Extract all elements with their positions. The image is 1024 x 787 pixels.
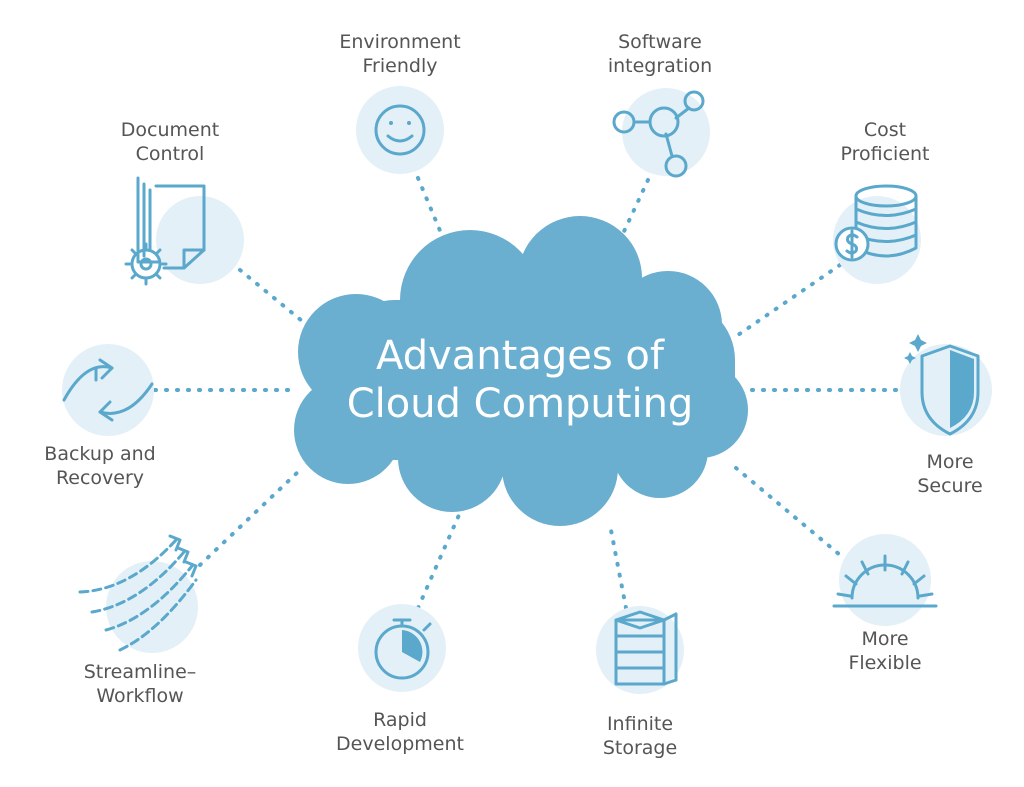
label-document: Document Control [120, 119, 220, 165]
cloud-shape [294, 216, 748, 526]
stopwatch-icon [374, 618, 432, 680]
storage-stack-icon [614, 610, 678, 686]
network-nodes-icon [612, 90, 705, 178]
label-secure: More Secure [917, 451, 983, 497]
sync-arrows-icon [62, 358, 154, 422]
circle-document [156, 196, 244, 284]
flow-arrows-icon [78, 534, 198, 652]
label-storage: Infinite Storage [602, 713, 678, 759]
label-software: Software integration [607, 31, 713, 77]
smiley-icon [374, 104, 426, 156]
label-flexible: More Flexible [848, 628, 922, 674]
circle-storage [596, 606, 684, 694]
title-line1: Advantages of [376, 333, 664, 379]
title-line2: Cloud Computing [346, 381, 694, 427]
connector-streamline [198, 468, 302, 567]
label-backup: Backup and Recovery [44, 443, 156, 489]
label-environment: Environment Friendly [339, 31, 461, 77]
connector-document [238, 268, 315, 332]
document-gear-icon [124, 176, 206, 286]
coin-stack-icon [834, 184, 918, 262]
sunrise-icon [832, 554, 938, 608]
connector-cost [736, 263, 842, 337]
circle-environment [356, 86, 444, 174]
diagram-title: Advantages of Cloud Computing [290, 332, 750, 428]
label-streamline: Streamline– Workflow [83, 661, 197, 707]
circle-flexible [839, 534, 931, 626]
label-cost: Cost Proficient [840, 119, 930, 165]
connector-environment [416, 176, 448, 247]
label-rapid: Rapid Development [336, 709, 464, 755]
circle-backup [62, 344, 154, 436]
connector-storage [608, 523, 628, 610]
shield-icon [904, 334, 980, 436]
connector-flexible [734, 466, 842, 557]
connector-rapid [416, 488, 472, 610]
